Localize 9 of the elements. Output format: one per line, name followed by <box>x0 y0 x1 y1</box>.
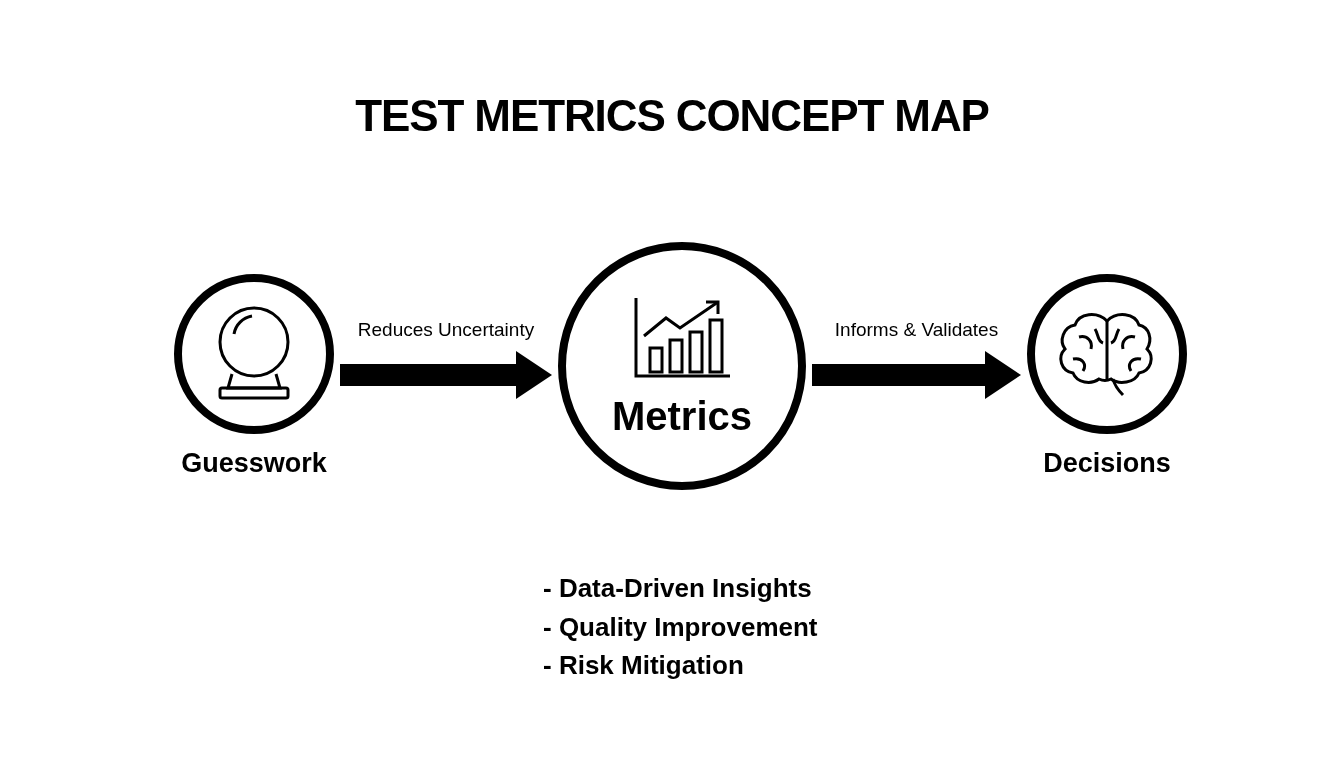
bullet-text: - Quality Improvement <box>543 610 818 643</box>
node-label: Guesswork <box>181 450 327 477</box>
arrow <box>340 351 552 399</box>
node-label: Metrics <box>611 396 753 436</box>
title: TEST METRICS CONCEPT MAP <box>354 94 990 138</box>
node-label: Decisions <box>1043 450 1171 477</box>
bullet-text: - Risk Mitigation <box>543 649 745 682</box>
arrow <box>812 351 1021 399</box>
bullet-text: - Data-Driven Insights <box>543 572 813 605</box>
